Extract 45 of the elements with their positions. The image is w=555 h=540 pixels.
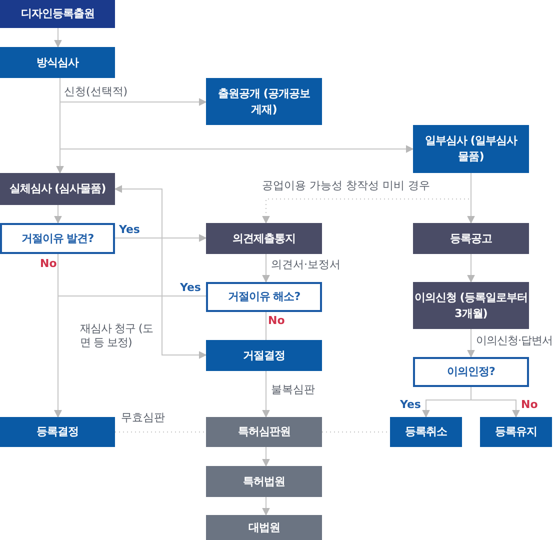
process-box: 출원공개 (공개공보게재) — [206, 78, 322, 125]
edge-label: No — [268, 314, 285, 328]
decision-box: 거절이유 해소? — [206, 282, 322, 312]
arrow — [467, 328, 475, 358]
edge-label: No — [521, 398, 538, 412]
edge-label: 이의신청·답변서 — [476, 334, 554, 348]
arrow — [114, 234, 207, 242]
dotted-connector — [262, 172, 472, 224]
arrow — [114, 185, 207, 359]
edge-label: Yes — [400, 398, 421, 412]
decision-box: 거절이유 발견? — [0, 223, 115, 254]
edge-label: 무효심판 — [121, 411, 165, 425]
arrow — [262, 446, 270, 467]
process-box: 일부심사 (일부심사물품) — [413, 125, 529, 173]
process-box: 등록결정 — [0, 417, 115, 447]
process-box: 방식심사 — [0, 47, 115, 78]
process-box: 등록유지 — [480, 417, 552, 447]
arrow — [54, 296, 206, 418]
edge-label: Yes — [119, 223, 140, 237]
court-box: 특허법원 — [206, 466, 322, 497]
process-box: 이의신청 (등록일로부터 3개월) — [413, 282, 529, 329]
arrow — [262, 496, 270, 516]
process-box: 등록취소 — [390, 417, 462, 447]
arrow — [467, 254, 475, 283]
arrow — [262, 370, 270, 418]
edge-label: 공업이용 가능성 창작성 미비 경우 — [262, 179, 430, 193]
court-box: 특허심판원 — [206, 417, 322, 447]
process-box: 거절결정 — [206, 340, 322, 371]
edge-label: Yes — [180, 281, 201, 295]
court-box: 대법원 — [206, 515, 322, 540]
edge-label: 신청(선택적) — [64, 85, 128, 99]
edge-label: 불복심판 — [271, 383, 315, 397]
arrow — [470, 386, 520, 418]
arrow — [54, 28, 62, 48]
process-box: 실체심사 (심사물품) — [0, 173, 115, 205]
process-box: 등록공고 — [413, 223, 529, 254]
edge-label: 재심사 청구 (도면 등 보정) — [80, 322, 154, 350]
edge-label: 의견서·보정서 — [271, 258, 340, 272]
process-box: 의견제출통지 — [206, 223, 322, 254]
decision-box: 이의인정? — [413, 357, 529, 387]
edge-label: No — [40, 257, 57, 271]
arrow — [54, 204, 62, 224]
arrow — [262, 254, 270, 283]
arrow — [467, 172, 475, 224]
start-box: 디자인등록출원 — [0, 0, 115, 28]
